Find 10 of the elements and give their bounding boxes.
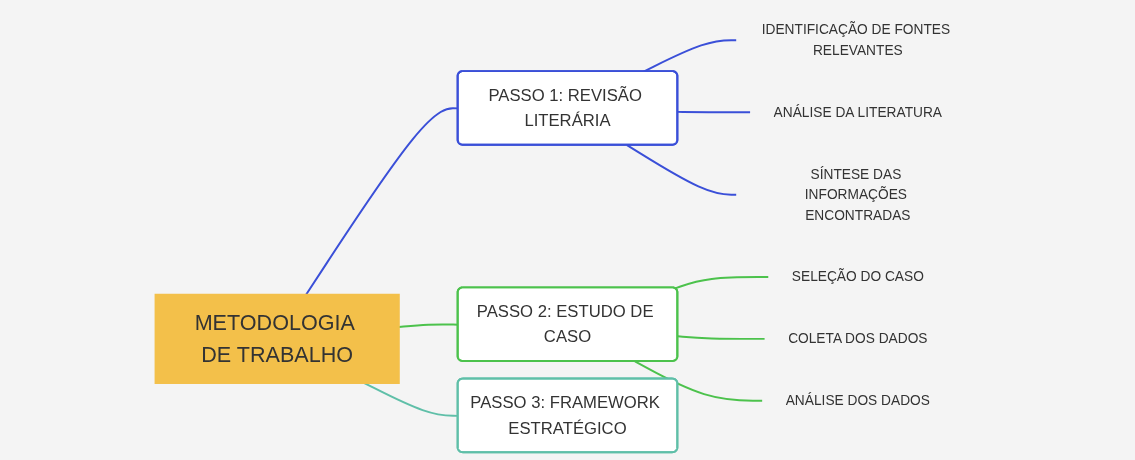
node-text: COLETA DOS DADOS bbox=[788, 330, 928, 347]
node-text: SÍNTESE DAS INFORMAÇÕES ENCONTRADAS bbox=[804, 165, 911, 223]
connector bbox=[674, 276, 770, 290]
connector bbox=[633, 360, 764, 402]
node-text: ANÁLISE DA LITERATURA bbox=[773, 103, 943, 120]
node-text: SELEÇÃO DO CASO bbox=[791, 268, 924, 285]
connector bbox=[626, 144, 738, 196]
node-text: ANÁLISE DOS DADOS bbox=[785, 392, 930, 409]
node-text: IDENTIFICAÇÃO DE FONTES RELEVANTES bbox=[761, 21, 951, 58]
node-box: METODOLOGIA DE TRABALHO bbox=[154, 293, 400, 384]
